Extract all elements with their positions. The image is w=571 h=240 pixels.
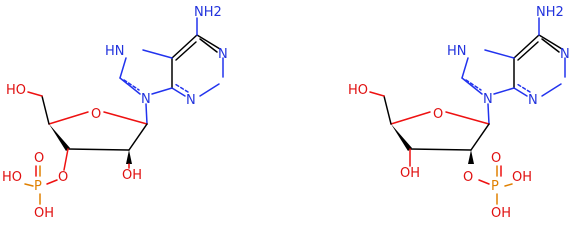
c3-hydroxyl-label: OH xyxy=(400,166,420,181)
ring-n1-label: N xyxy=(218,47,228,62)
phosphorus-label: P xyxy=(34,179,42,194)
phosphate-hydroxyl-bottom-label: OH xyxy=(34,206,54,221)
molecule-3-amp: NH2 HN N N N O HO OH O P O HO OH xyxy=(2,5,228,221)
ch2oh-label: HO xyxy=(348,83,368,98)
imidazole-nh-label: HN xyxy=(447,44,467,59)
structure-diagram: NH2 HN N N N O HO OH O P O HO OH xyxy=(2,5,570,221)
amine-label: NH2 xyxy=(536,5,564,20)
ring-n3-label: N xyxy=(186,93,196,108)
imidazole-nh-label: HN xyxy=(105,44,125,59)
phosphate-hydroxyl-left-label: HO xyxy=(2,170,22,185)
c2-hydroxyl-label: OH xyxy=(122,168,142,183)
ring-n9-label: N xyxy=(141,92,151,107)
molecule-2-amp: NH2 HN N N N O HO OH O P O OH OH xyxy=(348,5,570,221)
phosphate-hydroxyl-bottom-label: OH xyxy=(491,206,511,221)
ring-oxygen-label: O xyxy=(91,107,101,122)
ester-oxygen-label: O xyxy=(463,170,473,185)
ring-n1-label: N xyxy=(560,47,570,62)
amine-label: NH2 xyxy=(194,5,222,20)
phosphorus-label: P xyxy=(491,179,499,194)
ring-oxygen-label: O xyxy=(433,107,443,122)
ring-n3-label: N xyxy=(528,93,538,108)
ester-oxygen-label: O xyxy=(58,170,68,185)
ch2oh-label: HO xyxy=(6,83,26,98)
phosphoryl-oxygen-label: O xyxy=(491,151,501,166)
phosphoryl-oxygen-label: O xyxy=(34,151,44,166)
ring-n9-label: N xyxy=(483,92,493,107)
structure-canvas: NH2 HN N N N O HO OH O P O HO OH xyxy=(2,5,570,221)
phosphate-hydroxyl-right-label: OH xyxy=(512,170,532,185)
